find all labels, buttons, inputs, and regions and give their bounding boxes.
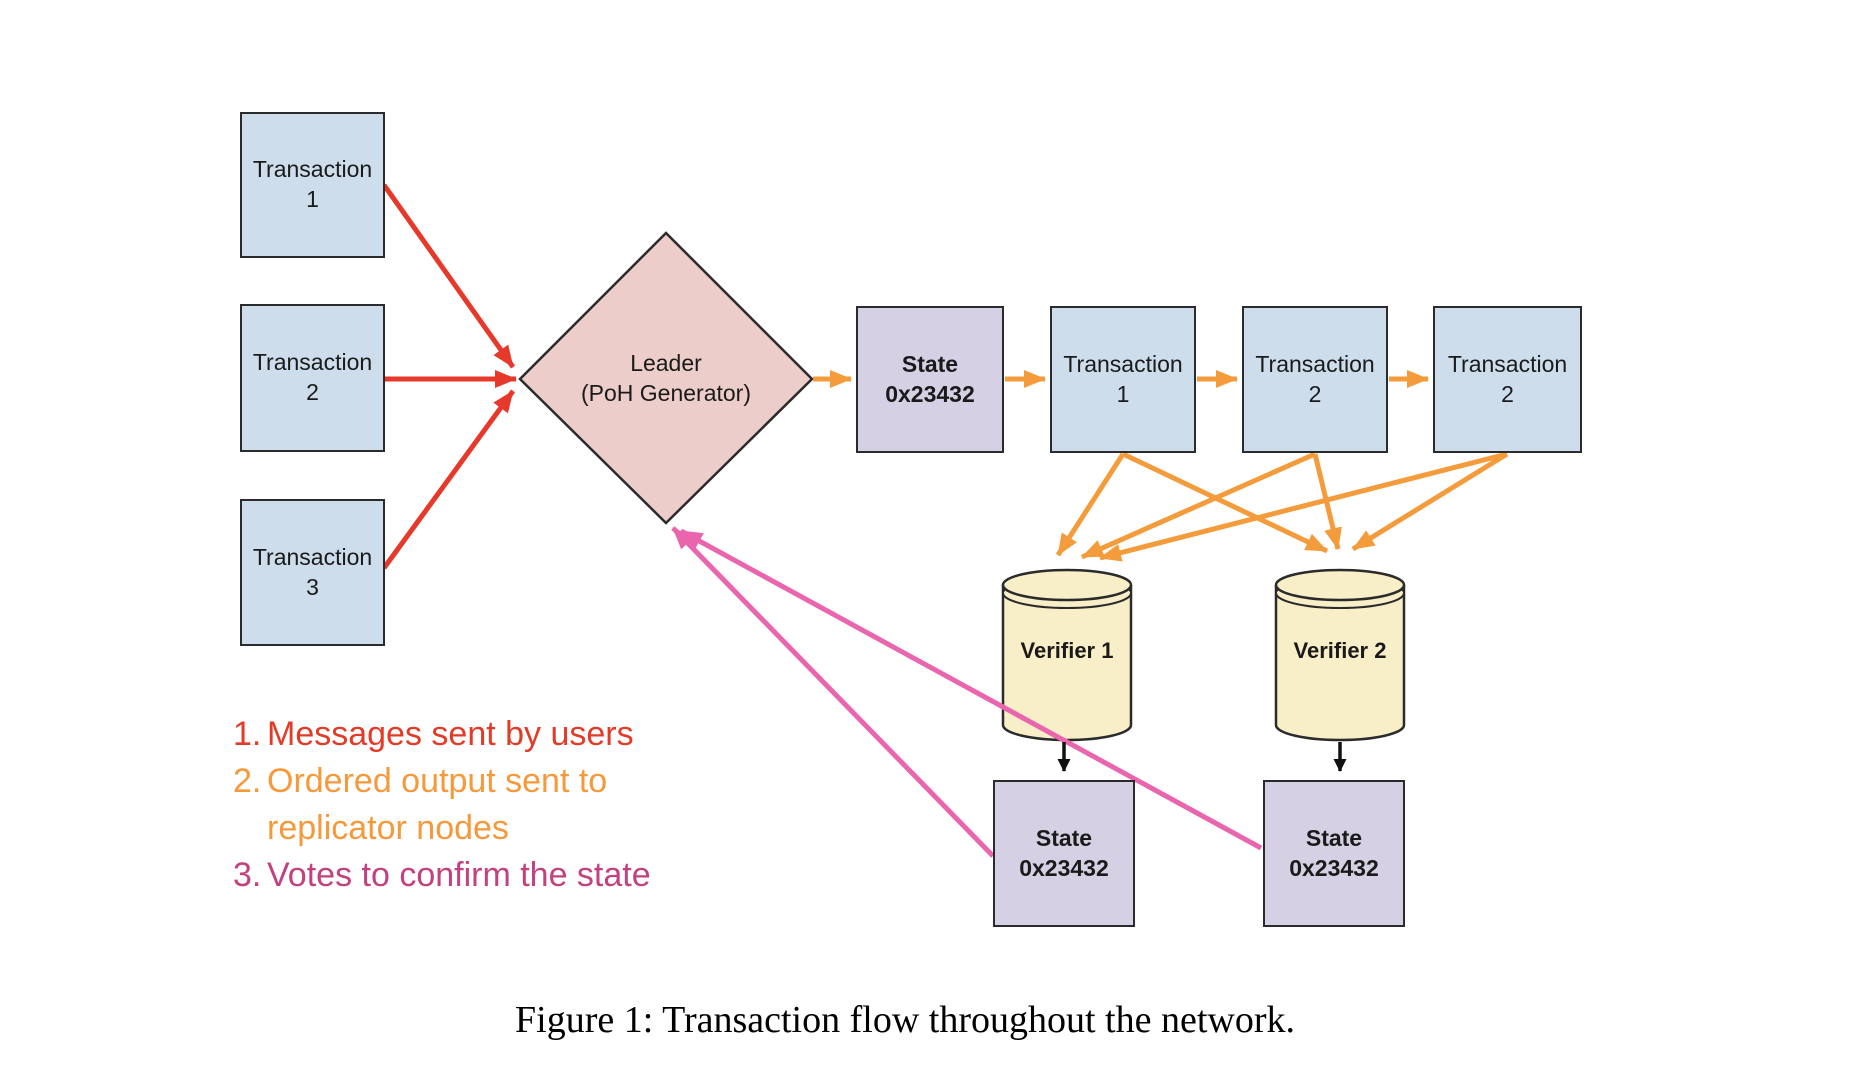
verifier-state-label-1: State 0x23432: [1019, 824, 1109, 881]
chain-transaction-box-1: Transaction 1: [1050, 306, 1196, 453]
user-transaction-label-3: Transaction 3: [252, 543, 373, 600]
user-transaction-box-3: Transaction 3: [240, 499, 385, 646]
verifier-state-arrows: [1057, 742, 1347, 772]
verifier-state-box-1: State 0x23432: [993, 780, 1135, 927]
legend-item-messages: 1. Messages sent by users: [233, 711, 651, 758]
leader-label: Leader (PoH Generator): [580, 350, 751, 406]
legend-item-2-number: 2.: [233, 762, 262, 800]
vote-arrow-state1-to-leader: [671, 526, 995, 858]
user-transaction-label-1: Transaction 1: [252, 156, 373, 212]
user-arrow-tx3-to-leader: [381, 389, 516, 570]
vote-arrow-state2-to-leader: [679, 528, 1263, 851]
verifier-2-label: Verifier 2: [1293, 638, 1387, 663]
chain-transaction-label-3: Transaction 2: [1447, 350, 1568, 407]
chain-state-label: State 0x23432: [885, 350, 975, 407]
ordered-output-arrows: [813, 370, 1509, 562]
verifier-state-box-2: State 0x23432: [1263, 780, 1405, 927]
legend-item-ordered-output: 2. Ordered output sent to replicator nod…: [233, 758, 651, 852]
legend-item-votes: 3. Votes to confirm the state: [233, 852, 651, 899]
legend-item-1-number: 1.: [233, 715, 262, 753]
ordered-arrow-tx2-to-verifier1: [1080, 451, 1317, 560]
chain-transaction-label-1: Transaction 1: [1063, 350, 1183, 407]
chain-state-box: State 0x23432: [856, 306, 1004, 453]
ordered-arrow-tx1-to-verifier2: [1121, 451, 1329, 554]
user-message-arrows: [381, 183, 517, 570]
legend-item-2-text: Ordered output sent to replicator nodes: [267, 762, 608, 847]
user-arrow-tx1-to-leader: [381, 183, 516, 369]
legend-item-3-text: Votes to confirm the state: [267, 856, 651, 894]
legend-item-3-number: 3.: [233, 856, 262, 894]
user-transaction-label-2: Transaction 2: [252, 349, 373, 405]
chain-transaction-box-2: Transaction 2: [1242, 306, 1388, 453]
ordered-arrow-tx2b-to-verifier1: [1099, 451, 1508, 562]
leader-diamond: [518, 231, 814, 525]
chain-transaction-label-2: Transaction 2: [1255, 350, 1375, 407]
figure-caption: Figure 1: Transaction flow throughout th…: [515, 999, 1295, 1041]
ordered-arrow-tx1-to-verifier1: [1055, 452, 1126, 557]
vote-arrows: [671, 526, 1263, 858]
legend: 1. Messages sent by users 2. Ordered out…: [233, 711, 651, 899]
ordered-arrow-tx2b-to-verifier2: [1351, 451, 1509, 552]
legend-item-1-text: Messages sent by users: [267, 715, 634, 753]
verifier-2-cylinder: [1274, 568, 1406, 742]
verifier-state-label-2: State 0x23432: [1289, 824, 1379, 881]
user-transaction-box-1: Transaction 1: [240, 112, 385, 258]
verifier-1-label: Verifier 1: [1020, 638, 1114, 663]
chain-transaction-box-3: Transaction 2: [1433, 306, 1582, 453]
user-transaction-box-2: Transaction 2: [240, 304, 385, 452]
verifier-1-cylinder: [1001, 568, 1133, 742]
